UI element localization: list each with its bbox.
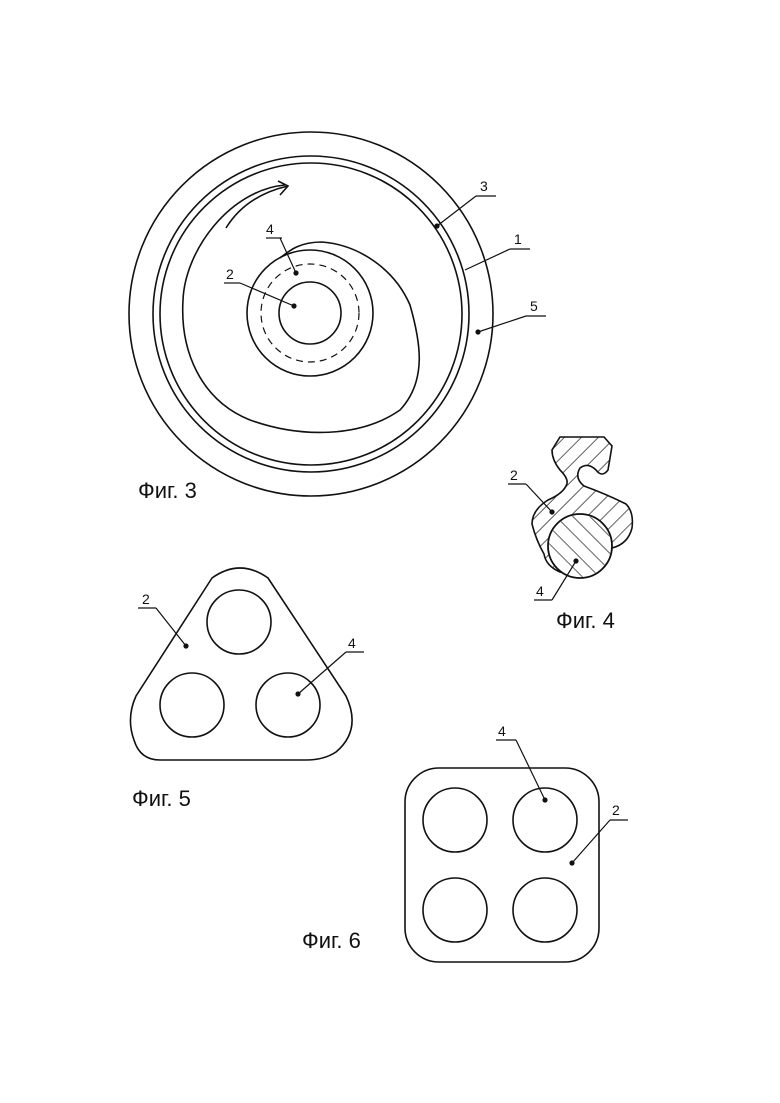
fig3-label-2: 2 (226, 266, 234, 282)
fig5-triangular-insulation (130, 568, 352, 760)
fig4-label-4: 4 (536, 583, 544, 599)
figure-6: 4 2 Фиг. 6 (302, 723, 628, 962)
layer-1-ring (153, 156, 469, 472)
fig6-leader-4-dot (542, 797, 547, 802)
fig6-conductor-bottom-right (513, 878, 577, 942)
fig5-label-2: 2 (142, 591, 150, 607)
fig3-label-4: 4 (266, 221, 274, 237)
fig4-leader-2-dot (549, 509, 554, 514)
fig6-label-4: 4 (498, 723, 506, 739)
figure-4: 2 4 Фиг. 4 (508, 430, 650, 633)
fig6-leader-2 (572, 820, 610, 863)
leader-5-dot (475, 329, 480, 334)
leader-5 (478, 316, 526, 332)
fig3-label-3: 3 (480, 178, 488, 194)
fig5-leader-2-dot (183, 643, 188, 648)
fig5-caption: Фиг. 5 (132, 786, 191, 811)
fig6-caption: Фиг. 6 (302, 928, 361, 953)
fig5-label-4: 4 (348, 635, 356, 651)
leader-3-dot (434, 223, 439, 228)
leader-3 (437, 196, 476, 226)
conductor-4-dashed (261, 264, 359, 362)
layer-3-ring (160, 163, 462, 465)
fig5-conductor-top (207, 590, 271, 654)
fig5-conductor-left (160, 673, 224, 737)
fig4-label-2: 2 (510, 467, 518, 483)
fig6-conductor-bottom-left (423, 878, 487, 942)
leader-2-dot (291, 303, 296, 308)
spiral-strip (183, 185, 420, 432)
fig3-caption: Фиг. 3 (138, 478, 197, 503)
outer-layer-5 (129, 132, 493, 496)
fig6-label-2: 2 (612, 802, 620, 818)
figure-5: 2 4 Фиг. 5 (130, 568, 364, 811)
leader-4-dot (293, 270, 298, 275)
fig6-conductor-top-left (423, 788, 487, 852)
fig6-square-insulation (405, 768, 599, 962)
conductor-4-ring (247, 250, 373, 376)
fig3-label-1: 1 (514, 231, 522, 247)
fig3-label-5: 5 (530, 298, 538, 314)
fig6-leader-2-dot (569, 860, 574, 865)
figure-3: 4 2 3 1 5 Фиг. 3 (129, 132, 546, 503)
core-2 (279, 282, 341, 344)
fig4-leader-4-dot (573, 558, 578, 563)
fig5-leader-4-dot (295, 691, 300, 696)
fig4-caption: Фиг. 4 (556, 608, 615, 633)
